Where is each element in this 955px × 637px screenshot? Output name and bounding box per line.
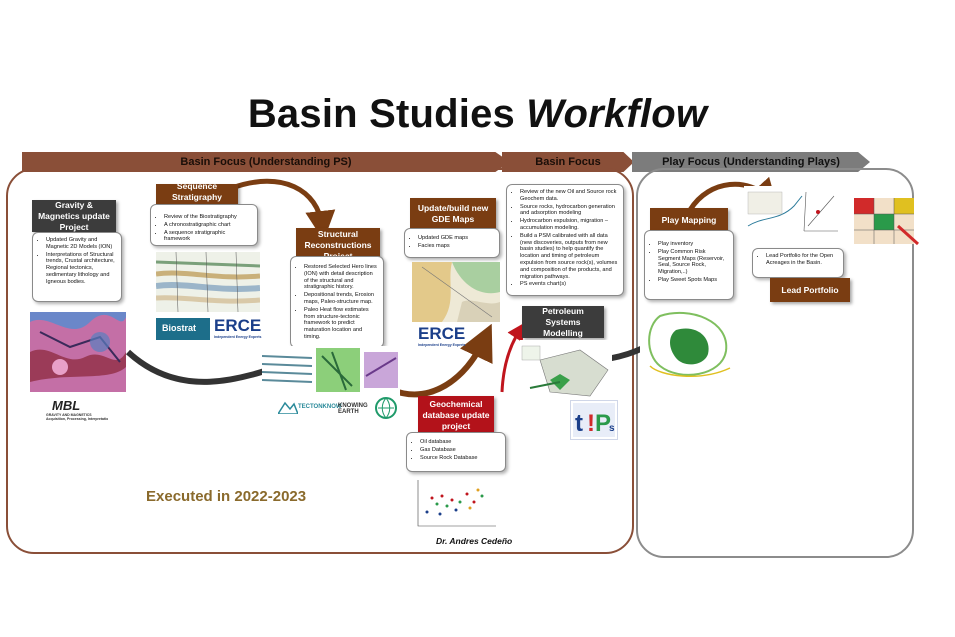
basin-focus-frame	[6, 168, 634, 554]
play-mapping-card: Play inventory Play Common Risk Segment …	[644, 230, 734, 300]
band-basin-focus: Basin Focus	[502, 152, 634, 172]
list-item: Depositional trends, Erosion maps, Paleo…	[304, 292, 378, 306]
knowing-earth-globe-icon	[375, 397, 397, 419]
svg-text:t: t	[575, 410, 583, 437]
list-item: Oil database	[420, 439, 500, 446]
psm-model-image	[520, 340, 612, 398]
gde-maps-header: Update/build new GDE Maps	[410, 198, 496, 230]
list-item: PS events chart(s)	[520, 281, 618, 288]
executed-date-label: Executed in 2022-2023	[146, 488, 307, 505]
arrow-sequence-to-structural	[231, 178, 336, 241]
list-item: Review of the Biostratigraphy	[164, 214, 252, 221]
mbl-logo: MBL GRAVITY AND MAGNETICS Acquisition, P…	[46, 398, 108, 421]
list-item: Facies maps	[418, 243, 494, 250]
list-item: Restored Selected Hero lines (ION) with …	[304, 264, 378, 291]
title-main: Basin Studies	[247, 92, 515, 136]
erce-logo-1: ERCE Independent Energy Experts	[214, 316, 262, 339]
play-focus-frame	[636, 168, 914, 558]
list-item: Gas Database	[420, 447, 500, 454]
geochem-scatter-image	[412, 478, 498, 530]
list-item: Build a PSM calibrated with all data (ne…	[520, 233, 618, 281]
page-title: Basin Studies Workflow	[0, 92, 955, 137]
knowing-earth-logo: KNOWING EARTH	[338, 403, 368, 415]
arrow-structural-to-psm	[390, 323, 493, 398]
list-item: Play inventory	[658, 241, 728, 248]
biostrat-logo: Biostrat	[156, 318, 210, 340]
list-item: A sequence stratigraphic framework	[164, 230, 252, 244]
list-item: Source Rock Database	[420, 455, 500, 462]
list-item: Review of the new Oil and Source rock Ge…	[520, 189, 618, 203]
petroleum-systems-modelling-header: Petroleum Systems Modelling	[522, 306, 604, 338]
crs-map-image	[848, 196, 920, 248]
title-italic: Workflow	[526, 92, 708, 136]
list-item: Lead Portfolio for the Open Acreages in …	[766, 253, 838, 267]
list-item: Play Sweet Spots Maps	[658, 277, 728, 284]
svg-text:!: !	[587, 410, 595, 437]
geochemical-database-card: Oil database Gas Database Source Rock Da…	[406, 432, 506, 472]
svg-text:s: s	[609, 423, 615, 434]
list-item: Paleo Heat flow estimates from structure…	[304, 307, 378, 341]
list-item: Interpretations of Structural trends, Cr…	[46, 252, 116, 286]
arrow-geochem-to-psm	[500, 322, 525, 393]
list-item: Play Common Risk Segment Maps (Reservoir…	[658, 249, 728, 276]
gravity-map-image	[30, 312, 126, 392]
band-play-focus: Play Focus (Understanding Plays)	[632, 152, 870, 172]
tectonknow-logo: TECTONKNOW	[278, 398, 344, 418]
lead-portfolio-card: Lead Portfolio for the Open Acreages in …	[752, 248, 844, 278]
play-charts-image	[744, 186, 840, 236]
gde-map-image	[412, 262, 500, 322]
stratigraphy-chart-image	[156, 252, 260, 312]
erce-logo-2: ERCE Independent Energy Experts	[418, 324, 466, 347]
list-item: Updated Gravity and Magnetic 2D Models (…	[46, 237, 116, 251]
sequence-stratigraphy-card: Review of the Biostratigraphy A chronost…	[150, 204, 258, 246]
structural-sections-image	[262, 346, 400, 396]
gravity-magnetics-card: Updated Gravity and Magnetic 2D Models (…	[32, 232, 122, 302]
author-name: Dr. Andres Cedeño	[436, 536, 513, 546]
svg-text:P: P	[595, 410, 611, 437]
lead-portfolio-header: Lead Portfolio	[770, 278, 850, 302]
structural-reconstructions-card: Restored Selected Hero lines (ION) with …	[290, 256, 384, 348]
band-basin-focus-ps: Basin Focus (Understanding PS)	[22, 152, 510, 172]
gravity-magnetics-header: Gravity & Magnetics update Project	[32, 200, 116, 232]
geochemical-database-header: Geochemical database update project	[418, 396, 494, 434]
gde-maps-card: Updated GDE maps Facies maps	[404, 228, 500, 258]
tips-logo: t ! P s	[570, 400, 618, 440]
list-item: A chronostratigraphic chart	[164, 222, 252, 229]
play-mapping-header: Play Mapping	[650, 208, 728, 232]
list-item: Source rocks, hydrocarbon generation and…	[520, 204, 618, 218]
list-item: Hydrocarbon expulsion, migration – accum…	[520, 218, 618, 232]
play-map-image	[640, 306, 740, 384]
petroleum-review-card: Review of the new Oil and Source rock Ge…	[506, 184, 624, 296]
list-item: Updated GDE maps	[418, 235, 494, 242]
